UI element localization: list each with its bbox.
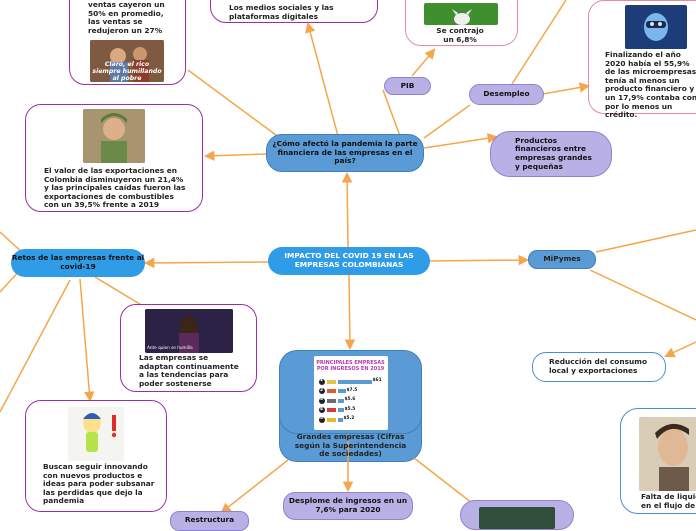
- inside-out-sadness-icon: [625, 5, 687, 49]
- company-logo: [326, 417, 336, 422]
- bottom-right-node[interactable]: [460, 500, 574, 530]
- pib-label: PIB: [400, 80, 415, 90]
- ranking-rank: 4: [318, 406, 325, 414]
- bird-icon: [424, 3, 498, 25]
- chavo-meme-photo: Claro, el rico siempre humillando al pob…: [90, 40, 164, 82]
- ranking-rank: 1: [318, 378, 325, 385]
- restructura-label: Restructura: [184, 515, 235, 524]
- grandes-node[interactable]: PRINCIPALES EMPRESAS POR INGRESOS EN 201…: [279, 350, 422, 434]
- restructura-node[interactable]: Restructura: [170, 511, 249, 531]
- link-center-retos: [143, 257, 271, 269]
- pandemia-label: ¿Cómo afectó la pandemia la parte financ…: [272, 139, 418, 166]
- link-center-mipymes: [429, 254, 530, 266]
- innovando-text: Buscan seguir innovando con nuevos produ…: [43, 462, 155, 506]
- singer-caption: Ante quien se humilla: [147, 345, 193, 350]
- grandes-label: Grandes empresas (Cifras según la Superi…: [294, 432, 407, 459]
- pib-node[interactable]: PIB: [384, 77, 431, 95]
- connector-layer: [0, 0, 696, 514]
- link-pandemia-desempleo: [423, 104, 471, 139]
- inside-out-joy-icon: [68, 407, 124, 461]
- link-pandemia-redes: [305, 21, 339, 137]
- exportaciones-card[interactable]: El valor de las exportaciones en Colombi…: [25, 104, 203, 212]
- mipymes-label: MiPymes: [543, 254, 581, 264]
- ranking-bar: [337, 398, 344, 403]
- ranking-row: 2 $7.5: [318, 387, 385, 397]
- ranking-bar: [337, 417, 343, 422]
- ranking-image: PRINCIPALES EMPRESAS POR INGRESOS EN 201…: [313, 356, 388, 430]
- redes-card[interactable]: Los medios sociales y las plataformas di…: [210, 0, 378, 23]
- company-logo: [326, 379, 336, 384]
- company-logo: [326, 389, 336, 394]
- ranking-value: $61: [372, 378, 382, 384]
- desplome-label: Desplome de ingresos en un 7,6% para 202…: [288, 496, 408, 514]
- center-topic-label: IMPACTO DEL COVID 19 EN LAS EMPRESAS COL…: [284, 251, 414, 269]
- ranking-value: $5.2: [343, 416, 355, 422]
- ranking-row: 3 $5.6: [318, 396, 385, 406]
- ranking-bar: [337, 389, 346, 394]
- mipymes-node[interactable]: MiPymes: [528, 250, 596, 269]
- chavo-photo: [83, 109, 145, 163]
- ranking-value: $7.5: [346, 387, 358, 393]
- microempresas-text: Finalizando el año 2020 había el 55,9% d…: [605, 50, 696, 120]
- pib-text: Se contrajo un 6,8%: [436, 26, 484, 44]
- link-pib-pibtext: [411, 48, 436, 77]
- innovando-card[interactable]: Buscan seguir innovando con nuevos produ…: [25, 400, 167, 512]
- ranking-rank: 2: [318, 387, 325, 395]
- ranking-bar: [337, 408, 344, 413]
- money-photo: [479, 507, 555, 529]
- ranking-row: 1 $61: [318, 377, 385, 387]
- retos-label: Retos de las empresas frente al covid-19: [11, 253, 145, 271]
- man-photo: [639, 417, 696, 491]
- ranking-row: 5 $5.2: [318, 415, 385, 425]
- ranking-rows: 1 $61 2 $7.5 3 $5.6 4 $5.5: [318, 377, 385, 425]
- ranking-title: PRINCIPALES EMPRESAS POR INGRESOS EN 201…: [316, 360, 385, 372]
- ranking-value: $5.6: [344, 397, 356, 403]
- pandemia-node[interactable]: ¿Cómo afectó la pandemia la parte financ…: [266, 134, 424, 172]
- link-center-pandemia: [341, 171, 353, 248]
- link-retos-innovando: [79, 278, 95, 403]
- ranking-bar: [337, 379, 372, 384]
- microempresas-card[interactable]: Finalizando el año 2020 había el 55,9% d…: [588, 0, 696, 119]
- center-topic[interactable]: IMPACTO DEL COVID 19 EN LAS EMPRESAS COL…: [268, 247, 430, 275]
- ventas-text: ventas cayeron un 50% en promedio, las v…: [88, 0, 165, 35]
- link-grandes-bottomright: [413, 457, 473, 504]
- retos-node[interactable]: Retos de las empresas frente al covid-19: [11, 249, 145, 277]
- ranking-rank: 5: [318, 416, 325, 423]
- meme-caption: Claro, el rico siempre humillando al pob…: [92, 61, 162, 82]
- falta-text: Falta de liquidez en el flujo de caja: [641, 492, 696, 510]
- productos-label: Productos financieros entre empresas gra…: [515, 135, 592, 171]
- ranking-row: 4 $5.5: [318, 406, 385, 416]
- ranking-value: $5.5: [344, 406, 356, 412]
- company-logo: [326, 408, 336, 413]
- company-logo: [326, 398, 336, 403]
- link-pandemia-pib: [382, 89, 401, 137]
- reduccion-text: Reducción del consumo local y exportacio…: [549, 357, 648, 375]
- desempleo-node[interactable]: Desempleo: [469, 84, 544, 105]
- redes-text: Los medios sociales y las plataformas di…: [229, 3, 334, 21]
- link-grandes-restructura: [220, 459, 289, 514]
- link-pandemia-ventas: [187, 69, 281, 139]
- ventas-card[interactable]: ventas cayeron un 50% en promedio, las v…: [69, 0, 186, 85]
- pib-card[interactable]: Se contrajo un 6,8%: [405, 0, 518, 46]
- link-desempleo-micro: [542, 82, 591, 95]
- link-retos-left3: [0, 279, 71, 413]
- productos-node[interactable]: Productos financieros entre empresas gra…: [490, 131, 612, 177]
- falta-card[interactable]: Falta de liquidez en el flujo de caja: [620, 408, 696, 514]
- desplome-node[interactable]: Desplome de ingresos en un 7,6% para 202…: [283, 492, 413, 520]
- desempleo-label: Desempleo: [483, 89, 530, 99]
- adaptan-card[interactable]: Ante quien se humilla Las empresas se ad…: [120, 304, 257, 392]
- link-mipymes-reduccion: [664, 341, 696, 358]
- link-mipymes-right1: [595, 229, 696, 253]
- link-desempleo-top: [511, 0, 567, 85]
- reduccion-card[interactable]: Reducción del consumo local y exportacio…: [532, 352, 666, 382]
- link-pandemia-exportaciones: [203, 150, 267, 161]
- ranking-rank: 3: [318, 397, 325, 404]
- link-pandemia-productos: [423, 133, 499, 149]
- adaptan-text: Las empresas se adaptan continuamente a …: [139, 353, 239, 388]
- link-mipymes-right2: [589, 269, 696, 321]
- singer-photo: Ante quien se humilla: [145, 309, 233, 353]
- exportaciones-text: El valor de las exportaciones en Colombi…: [44, 166, 186, 210]
- link-retos-adaptan: [94, 276, 144, 307]
- link-center-grandes: [344, 274, 356, 351]
